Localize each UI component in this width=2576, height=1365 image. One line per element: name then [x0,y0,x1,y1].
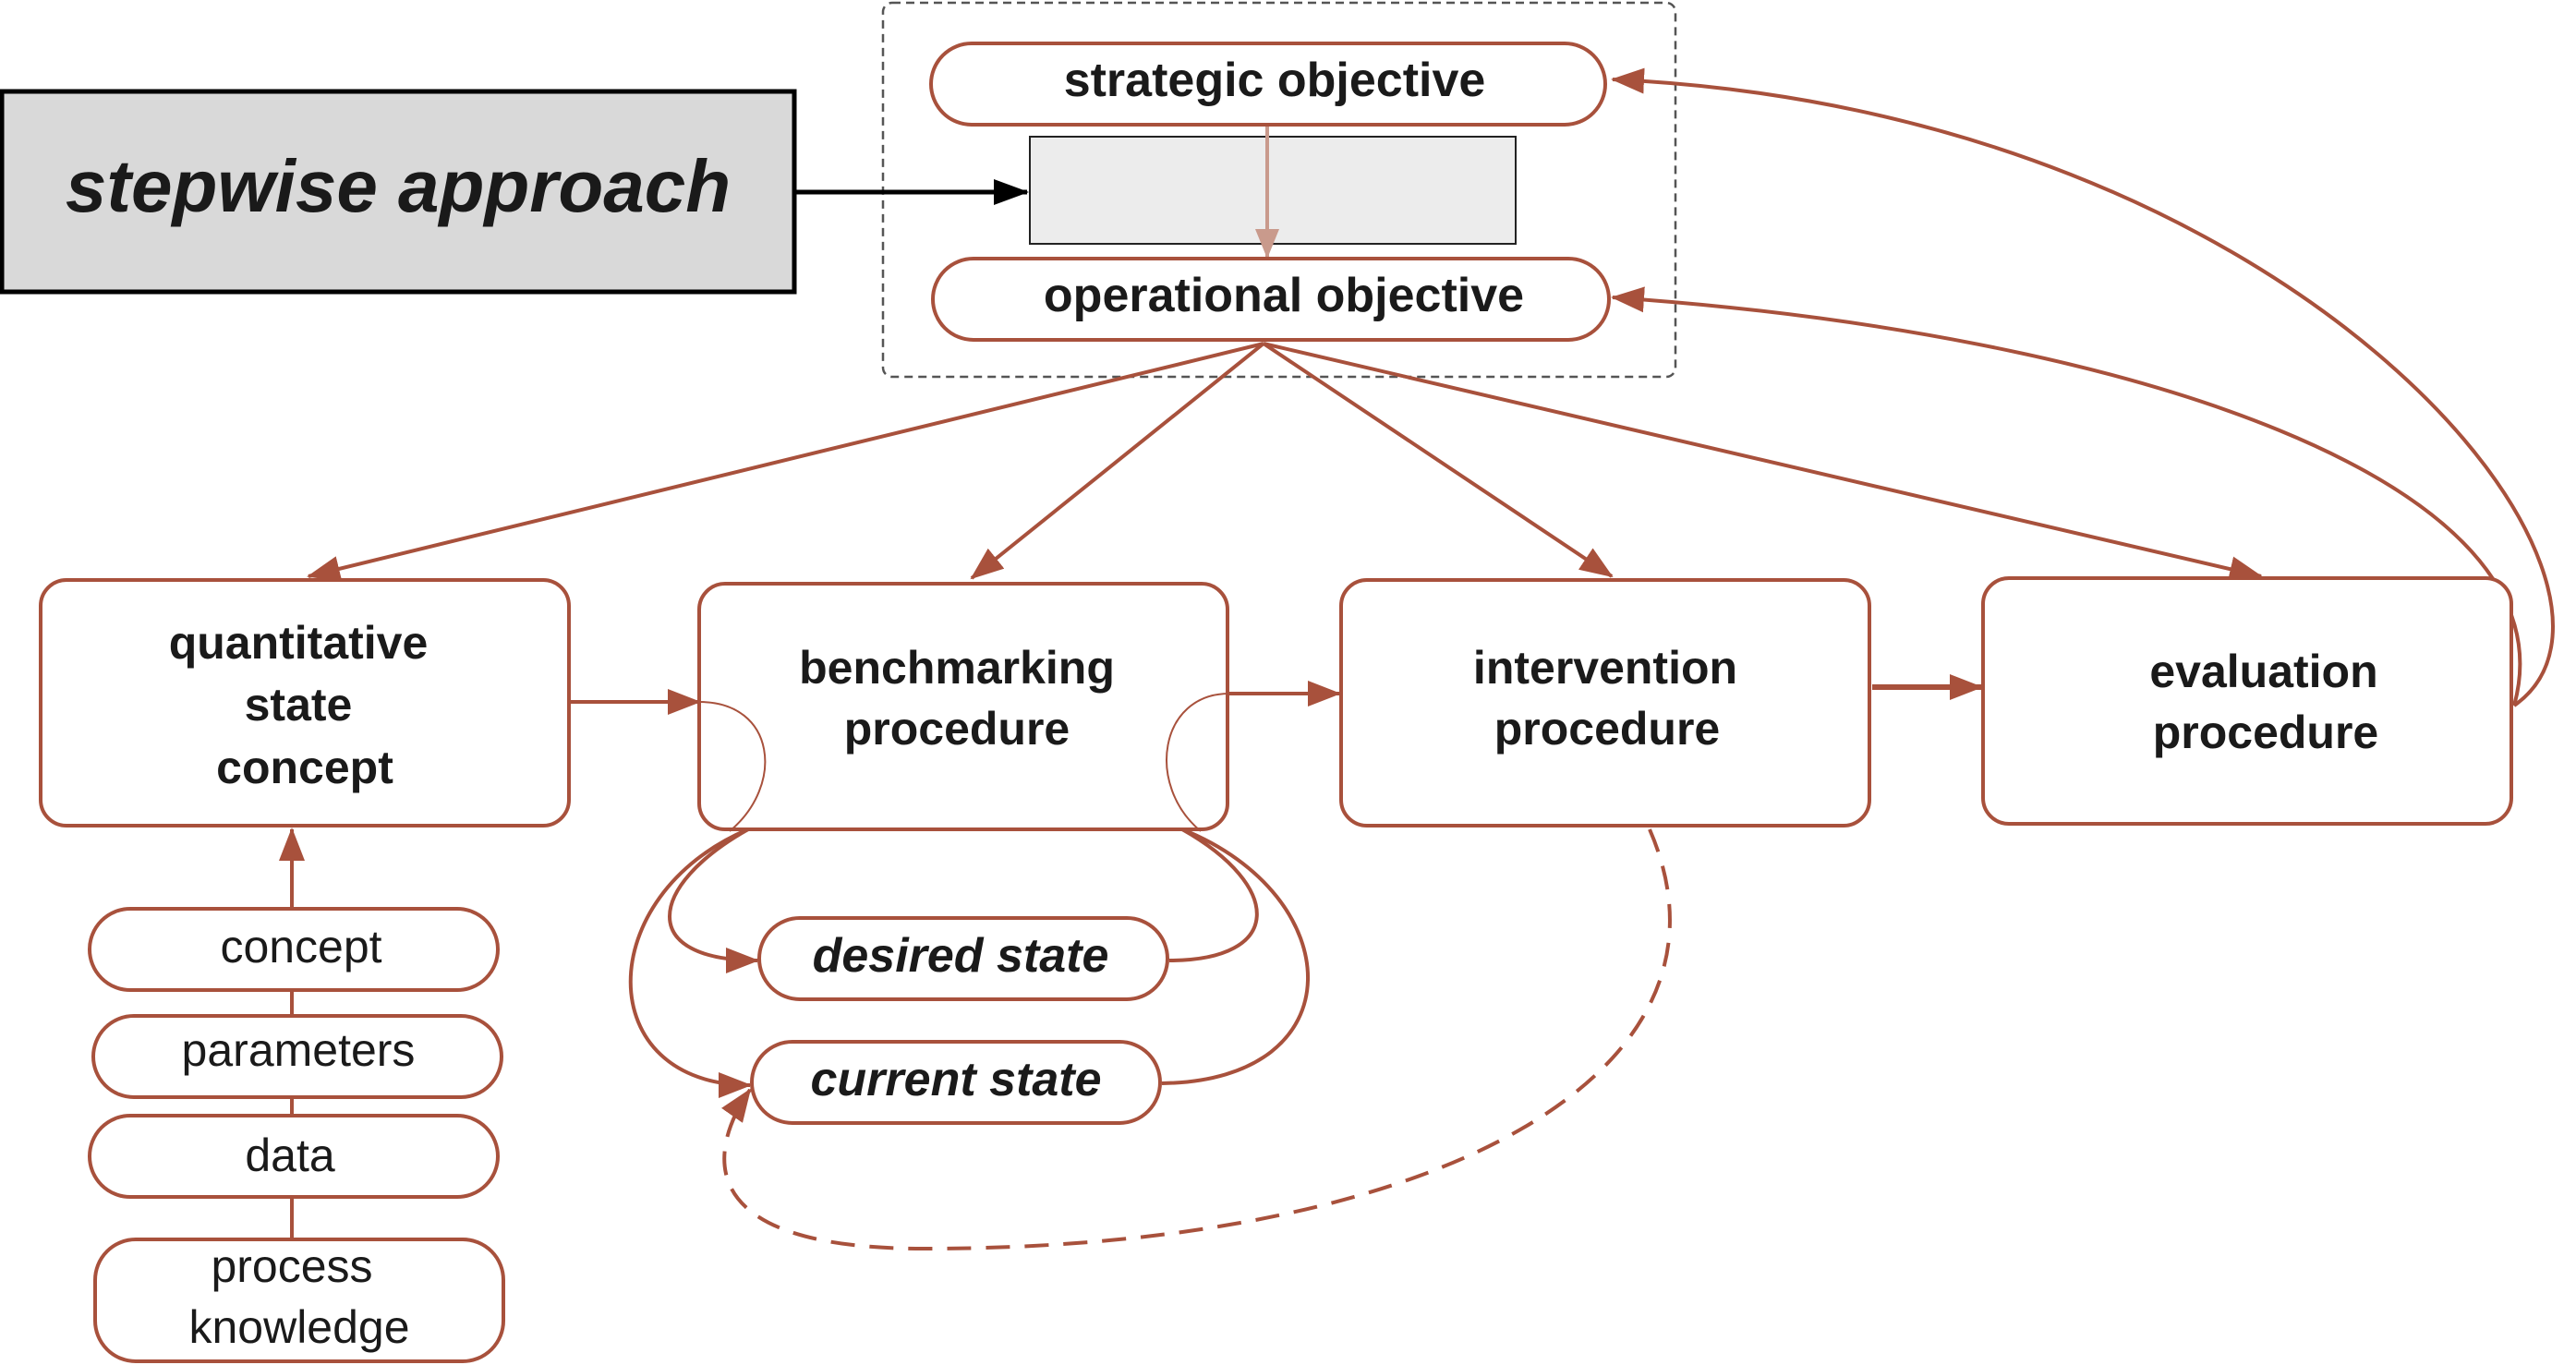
current-state-node: current state [750,1040,1162,1125]
operational-to-evaluation-arrow [1263,342,2263,582]
data-input-node: data [88,1114,500,1199]
stepwise-approach-callout: stepwise approach [0,89,797,295]
benchmarking-inner-loop-right [1166,693,1230,832]
current-state-to-benchmarking-curve [1161,827,1310,1085]
quantitative-label-line2: state [245,679,353,731]
process-knowledge-input-node: process knowledge [93,1238,505,1363]
current-state-label: current state [811,1053,1102,1106]
intervention-procedure-node: intervention procedure [1339,578,1871,827]
intervention-to-current-state-dashed-arrow [721,828,1672,1251]
benchmarking-label-line2: procedure [844,703,1070,755]
desired-state-to-benchmarking-curve [1168,827,1259,962]
operational-to-benchmarking-arrow [970,342,1265,580]
benchmarking-inner-loop-left [698,701,767,832]
benchmarking-to-current-state-arrow [628,827,752,1098]
desired-state-node: desired state [757,916,1169,1001]
evaluation-to-strategic-feedback [1611,67,2555,707]
operational-objective-node: operational objective [931,257,1611,342]
desired-state-label: desired state [813,929,1109,983]
process-knowledge-label-line1: process [211,1240,372,1292]
quantitative-label-line1: quantitative [169,617,429,669]
operational-to-intervention-arrow [1262,342,1614,578]
operational-to-quantitative-arrow [307,342,1264,582]
strategic-objective-node: strategic objective [929,42,1607,127]
concept-input-label: concept [220,921,381,972]
data-input-label: data [245,1129,335,1181]
benchmarking-to-desired-state-arrow [668,827,759,973]
benchmarking-procedure-node: benchmarking procedure [697,582,1229,831]
evaluation-label-line2: procedure [2153,707,2379,758]
evaluation-procedure-node: evaluation procedure [1981,576,2513,826]
benchmarking-label-line1: benchmarking [799,642,1115,694]
concept-input-node: concept [88,907,500,992]
quantitative-label-line3: concept [216,742,393,793]
process-knowledge-label-line2: knowledge [188,1301,409,1353]
strategic-objective-label: strategic objective [1064,54,1486,107]
quantitative-state-concept-node: quantitative state concept [39,578,571,827]
intervention-label-line2: procedure [1494,703,1721,755]
operational-objective-label: operational objective [1044,269,1524,322]
parameters-input-node: parameters [91,1014,503,1099]
stepwise-approach-label: stepwise approach [66,145,731,227]
placeholder-box [1029,136,1517,245]
parameters-input-label: parameters [182,1024,416,1076]
intervention-label-line1: intervention [1473,642,1737,694]
evaluation-label-line1: evaluation [2149,646,2377,697]
